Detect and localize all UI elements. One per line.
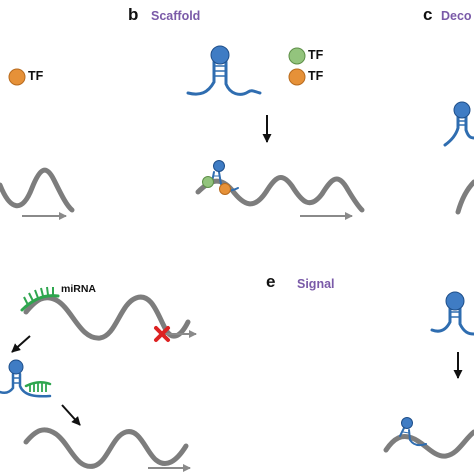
panel-letter-b: b	[128, 5, 139, 24]
dna-strand	[455, 179, 474, 215]
tf-label: TF	[28, 69, 44, 83]
tf-orange-circle	[288, 68, 306, 86]
panel-letter-e: e	[266, 272, 276, 291]
tf-orange-circle	[8, 68, 26, 86]
panel-title-decoy: Deco	[441, 9, 472, 23]
diagonal-arrow	[61, 404, 81, 426]
diagonal-arrow	[11, 335, 31, 353]
lncrna-hairpin	[186, 45, 262, 96]
dna-strand	[0, 167, 75, 213]
scaffold-complex	[202, 160, 239, 195]
dna-strand	[383, 429, 474, 459]
lncrna-hairpin	[443, 101, 474, 147]
dna-strand	[23, 427, 189, 469]
tf-green-circle	[288, 47, 306, 65]
panel-title-signal: Signal	[297, 277, 335, 291]
panel-letter-c: c	[423, 5, 433, 24]
mirna-label: miRNA	[61, 283, 97, 295]
lncrna-hairpin	[430, 291, 474, 336]
tf-label-green: TF	[308, 48, 324, 62]
panel-title-scaffold: Scaffold	[151, 9, 201, 23]
tf-label-orange: TF	[308, 69, 324, 83]
block-cross-icon	[154, 326, 170, 342]
lncrna-mirna-sponge	[0, 359, 52, 398]
lncrna-bound	[399, 417, 427, 447]
mirna-bound	[20, 286, 60, 312]
